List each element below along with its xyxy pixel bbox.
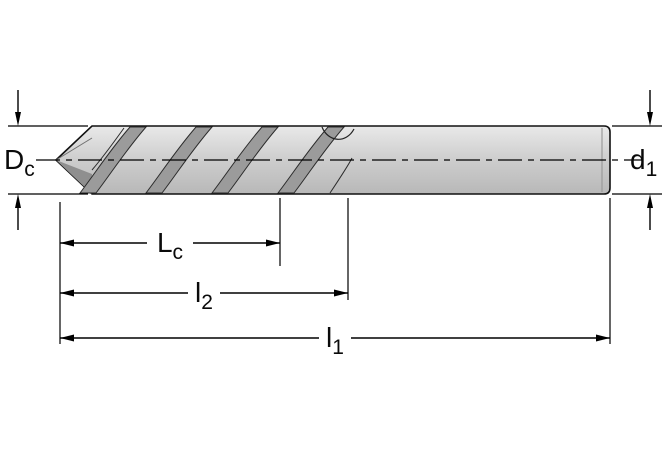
lc-arrowhead-right xyxy=(266,239,280,247)
dimension-lc: Lc xyxy=(60,227,280,264)
dc-arrowhead-down xyxy=(15,112,21,126)
dc-label: Dc xyxy=(4,144,35,181)
dimension-l1: l1 xyxy=(60,322,610,359)
l2-arrowhead-left xyxy=(60,289,74,297)
l2-arrowhead-right xyxy=(334,289,348,297)
flute-runout xyxy=(321,126,355,140)
l1-label: l1 xyxy=(326,322,344,359)
lc-label-bg xyxy=(147,227,193,259)
l1-label-bg xyxy=(319,322,351,354)
lc-label: Lc xyxy=(157,227,183,264)
dc-arrowhead-up xyxy=(15,194,21,208)
l1-arrowhead-left xyxy=(60,334,74,342)
drill-tip-facet xyxy=(55,137,93,161)
dimension-dc: Dc xyxy=(4,90,88,230)
l2-label: l2 xyxy=(195,277,213,314)
drill-tip-shade xyxy=(56,160,92,194)
dimension-d1: d1 xyxy=(612,90,662,230)
d1-arrowhead-down xyxy=(647,112,653,126)
lc-arrowhead-left xyxy=(60,239,74,247)
l1-arrowhead-right xyxy=(596,334,610,342)
d1-arrowhead-up xyxy=(647,194,653,208)
d1-label: d1 xyxy=(630,144,657,181)
l2-label-bg xyxy=(188,277,220,309)
dimension-l2: l2 xyxy=(60,277,348,314)
